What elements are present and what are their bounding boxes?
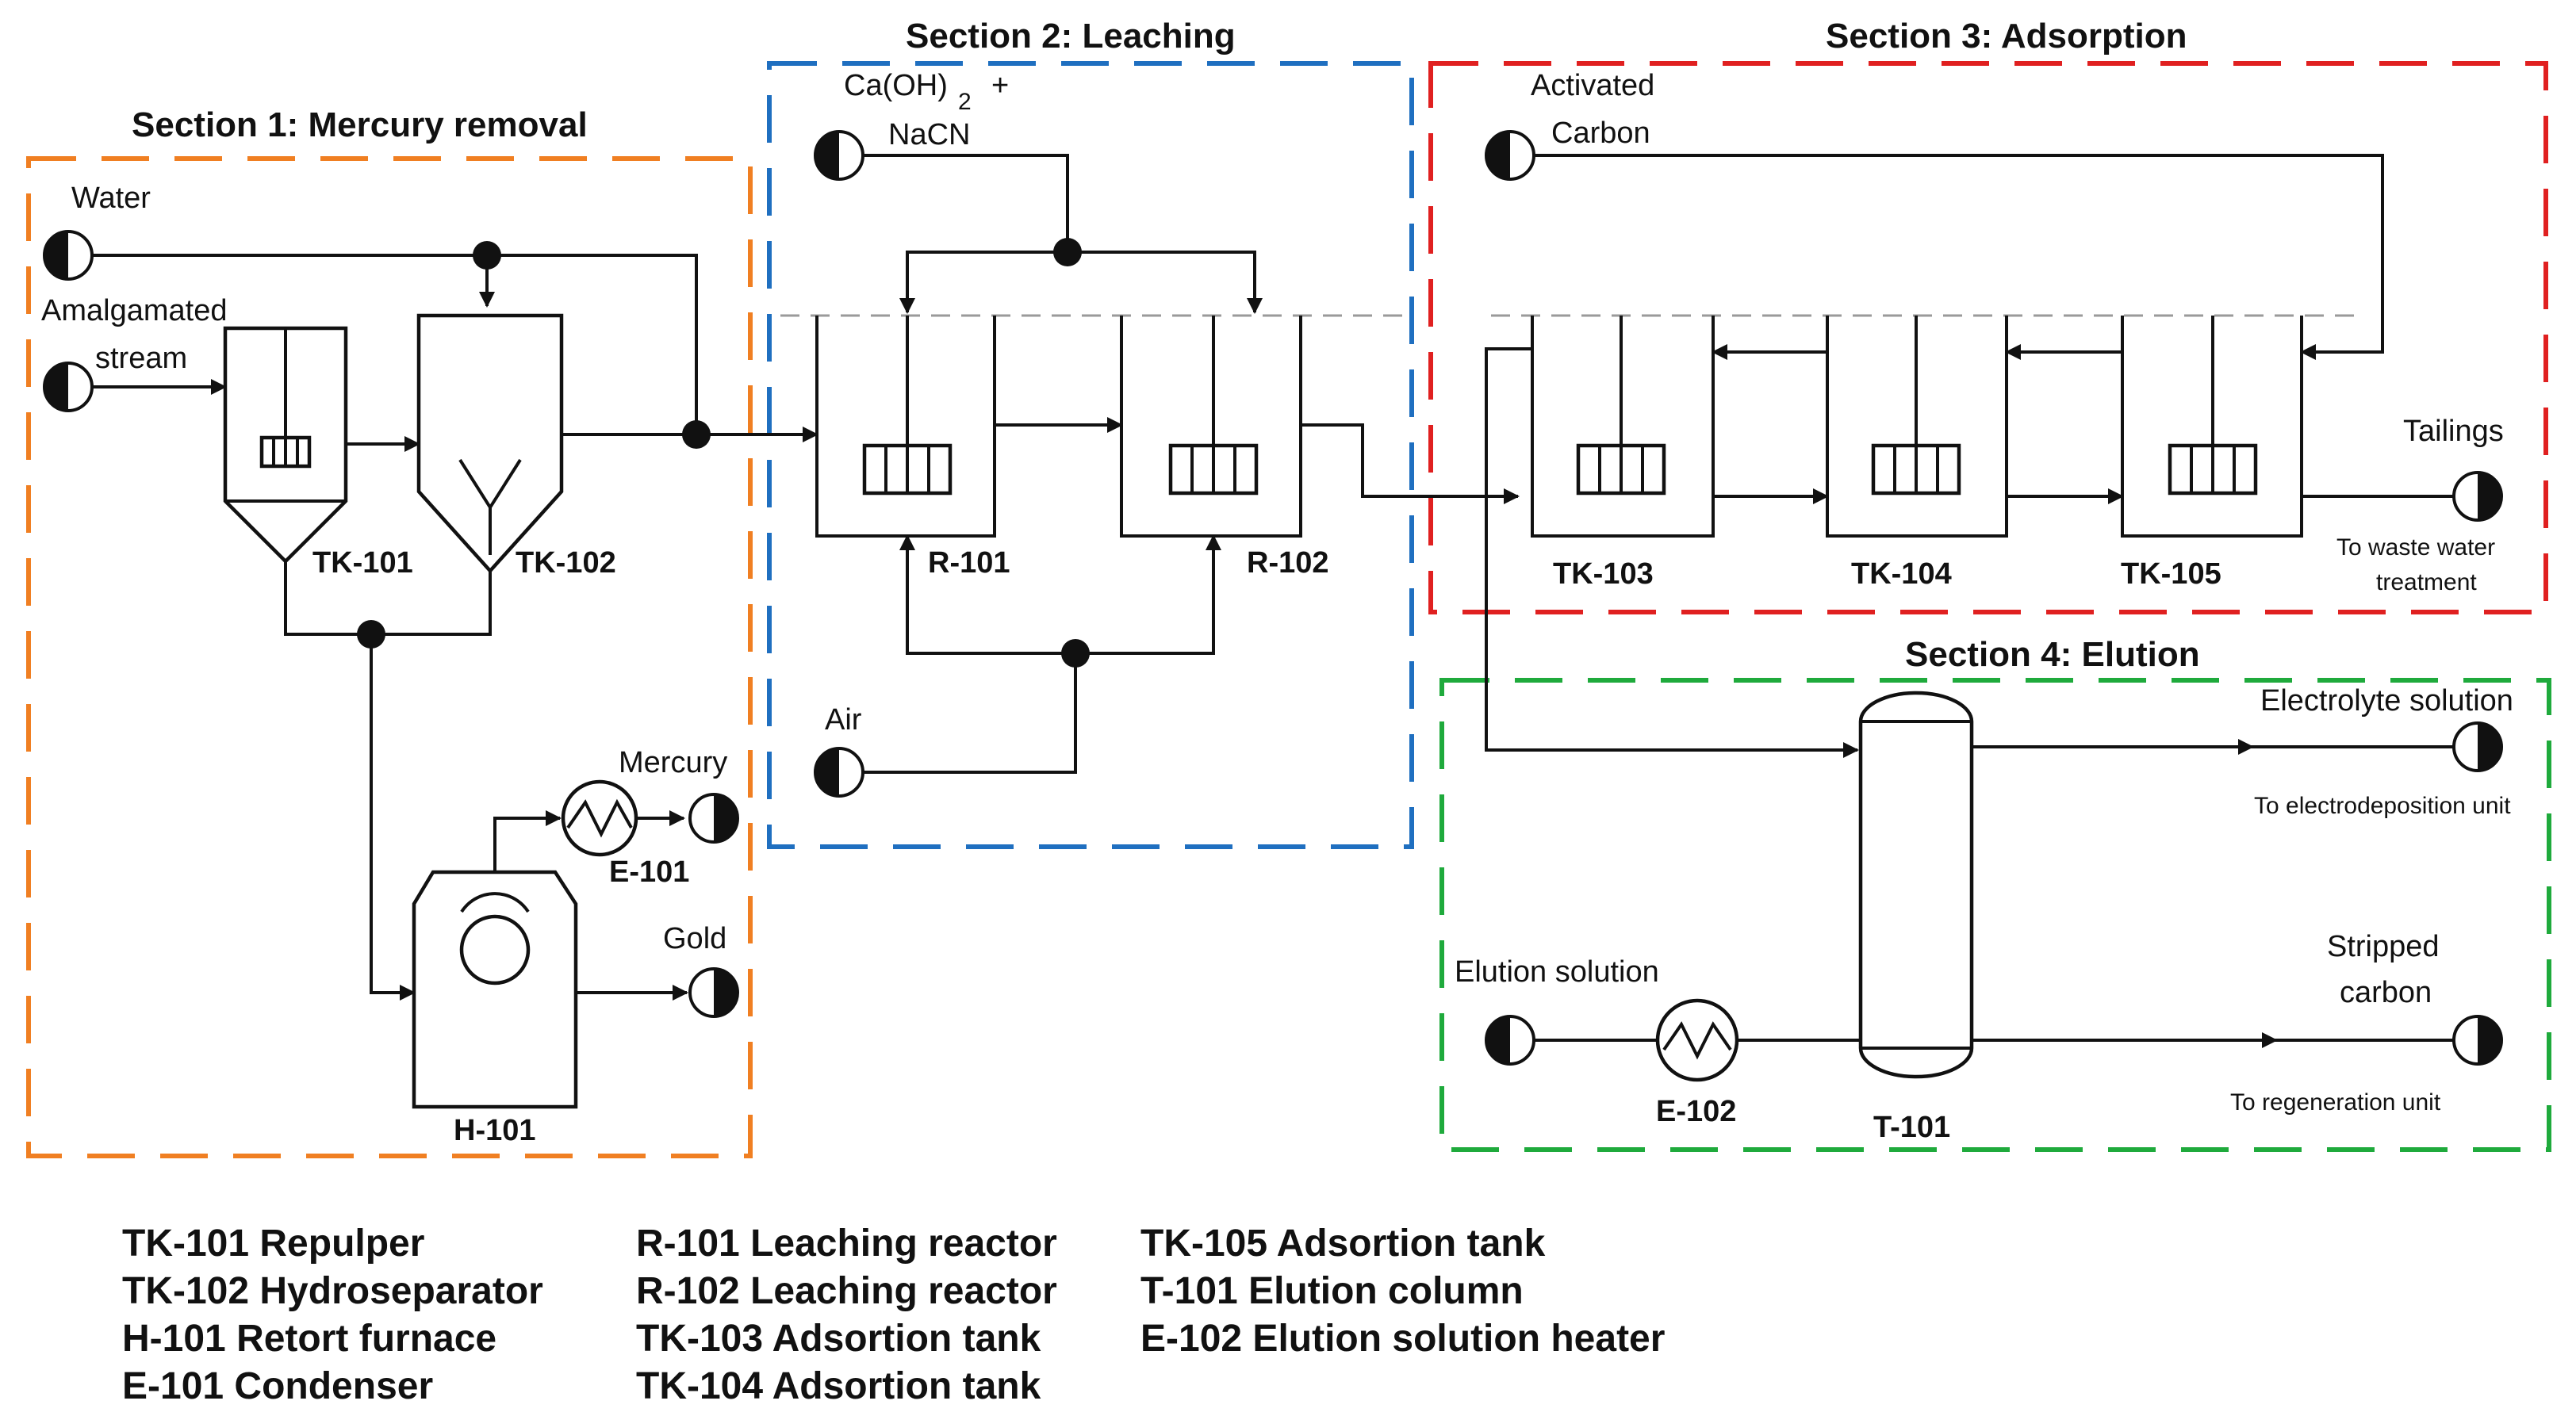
loaded-carbon-line	[1485, 347, 1859, 758]
electrolyte-outlet-icon	[2452, 721, 2503, 772]
section-1-box	[26, 156, 753, 1158]
h-101-retort-furnace	[412, 870, 578, 1109]
legend-item: TK-102 Hydroseparator	[122, 1270, 543, 1312]
legend-item: TK-103 Adsortion tank	[636, 1318, 1041, 1360]
air-label: Air	[825, 703, 862, 737]
t-101-elution-column	[1858, 691, 1974, 1079]
amalgamated-label-2: stream	[95, 342, 187, 375]
electrolyte-note: To electrodeposition unit	[2254, 793, 2511, 819]
section-4-title: Section 4: Elution	[1905, 635, 2200, 674]
reagent-line	[863, 154, 1069, 252]
air-line	[863, 653, 1077, 774]
legend-item: T-101 Elution column	[1140, 1270, 1524, 1312]
r-102-leaching-reactor	[1120, 316, 1302, 538]
mercury-label: Mercury	[619, 746, 727, 779]
equipment-legend: TK-101 Repulper TK-102 Hydroseparator H-…	[122, 1223, 1665, 1407]
activated-carbon-label-1: Activated	[1531, 69, 1654, 102]
air-to-r102-line	[1075, 534, 1221, 655]
t-101-tag: T-101	[1873, 1111, 1950, 1144]
section-3-box	[1428, 61, 2548, 614]
tailings-note-1: To waste water	[2336, 534, 2495, 561]
reagent-to-r101-line	[899, 251, 1068, 314]
section-2-title: Section 2: Leaching	[906, 17, 1236, 55]
legend-item: R-101 Leaching reactor	[636, 1223, 1057, 1265]
tk-101-tag: TK-101	[312, 546, 413, 580]
h-101-tag: H-101	[454, 1114, 536, 1147]
tk-104-tag: TK-104	[1851, 557, 1952, 591]
legend-item: E-101 Condenser	[122, 1365, 433, 1407]
mercury-outlet-icon	[688, 793, 739, 844]
tk-103-adsorption-tank	[1531, 316, 1715, 538]
amalgamated-label-1: Amalgamated	[41, 294, 227, 327]
electrolyte-label: Electrolyte solution	[2260, 684, 2513, 718]
r-101-leaching-reactor	[815, 316, 996, 538]
reagent-to-r102-line	[1068, 251, 1263, 314]
air-to-r101-line	[899, 534, 1075, 655]
tailings-outlet-icon	[2452, 471, 2503, 522]
activated-carbon-label-2: Carbon	[1551, 117, 1650, 150]
section-3-title: Section 3: Adsorption	[1826, 17, 2187, 55]
r-102-tag: R-102	[1247, 546, 1329, 580]
legend-item: E-102 Elution solution heater	[1140, 1318, 1665, 1360]
water-label: Water	[71, 182, 151, 215]
reagent-label-sub: 2	[958, 89, 972, 115]
legend-item: TK-104 Adsortion tank	[636, 1365, 1041, 1407]
legend-item: H-101 Retort furnace	[122, 1318, 496, 1360]
legend-item: R-102 Leaching reactor	[636, 1270, 1057, 1312]
air-inlet-icon	[814, 747, 864, 798]
tailings-label: Tailings	[2403, 415, 2504, 448]
tailings-note-2: treatment	[2376, 569, 2477, 595]
underflow-line	[284, 561, 492, 636]
e-102-heater-icon	[1655, 998, 1739, 1082]
h101-vapour-line	[493, 810, 562, 872]
stripped-carbon-label-1: Stripped	[2327, 930, 2440, 963]
carbon-feed-line	[1534, 154, 2384, 360]
water-line	[92, 254, 698, 434]
reagent-label-2: NaCN	[888, 118, 970, 151]
water-junction-node	[473, 241, 501, 270]
to-h101-line	[370, 634, 416, 1001]
e-101-condenser-icon	[561, 779, 638, 857]
tk-101-repulper	[223, 326, 348, 564]
stripped-carbon-outlet-icon	[2452, 1015, 2503, 1066]
r102-to-adsorption-line	[1301, 423, 1520, 504]
reagent-label-1: Ca(OH)	[844, 69, 948, 102]
elution-solution-label: Elution solution	[1455, 955, 1659, 989]
tk-102-hydroseparator	[416, 313, 564, 574]
r-101-tag: R-101	[928, 546, 1010, 580]
reagent-inlet-icon	[814, 130, 864, 181]
gold-outlet-icon	[688, 967, 739, 1018]
section-1-title: Section 1: Mercury removal	[132, 105, 588, 144]
legend-item: TK-105 Adsortion tank	[1140, 1223, 1546, 1265]
tk-103-tag: TK-103	[1553, 557, 1654, 591]
e-102-tag: E-102	[1656, 1095, 1736, 1128]
gold-label: Gold	[663, 922, 726, 955]
amalgamated-inlet-icon	[43, 362, 94, 412]
water-inlet-icon	[43, 230, 94, 281]
stripped-carbon-label-2: carbon	[2340, 976, 2432, 1009]
stripped-carbon-note: To regeneration unit	[2230, 1089, 2441, 1116]
tk-104-adsorption-tank	[1826, 316, 2008, 538]
elution-solution-inlet-icon	[1485, 1015, 1535, 1066]
tk102-outlet-node	[682, 420, 711, 449]
tk-105-tag: TK-105	[2121, 557, 2221, 591]
section-4-box	[1439, 678, 2551, 1152]
section-2-box	[767, 61, 1414, 849]
tk-105-adsorption-tank	[2121, 316, 2303, 538]
e-101-tag: E-101	[609, 855, 689, 889]
activated-carbon-inlet-icon	[1485, 130, 1535, 181]
legend-item: TK-101 Repulper	[122, 1223, 424, 1265]
reagent-label-plus: +	[991, 69, 1009, 102]
tk-102-tag: TK-102	[516, 546, 616, 580]
